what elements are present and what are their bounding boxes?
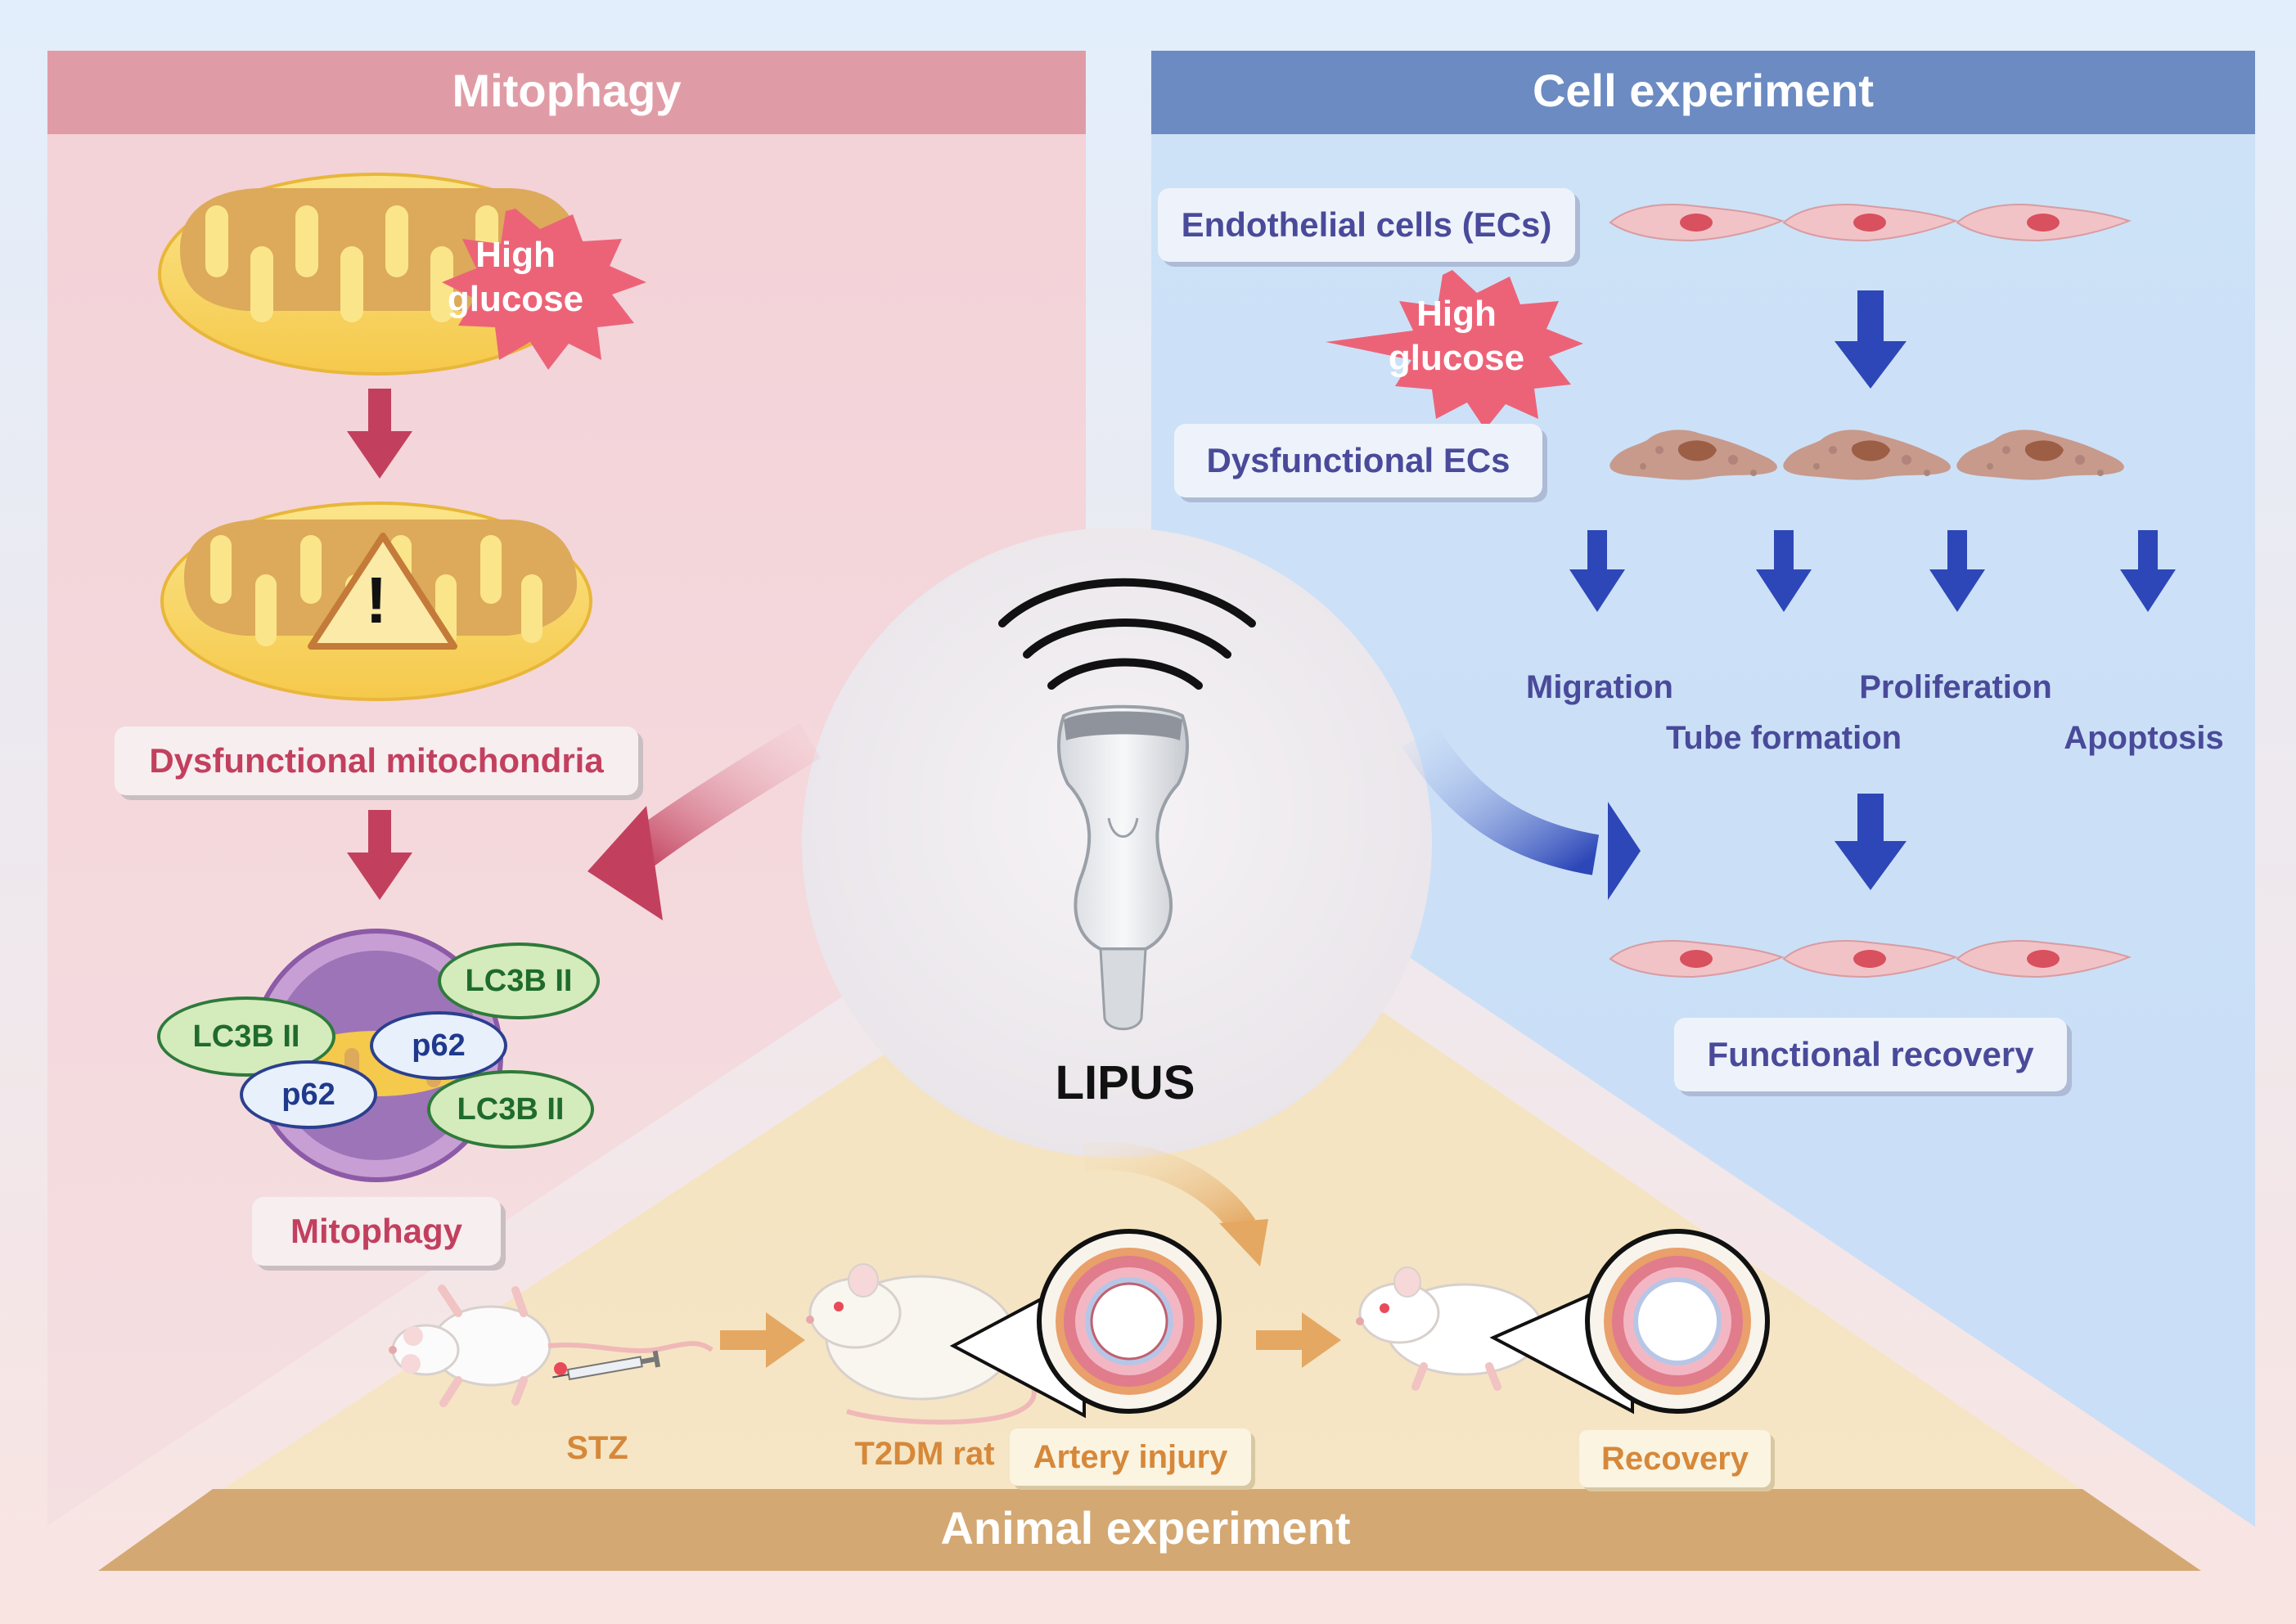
lc3b-ii-oval-3: LC3B II	[427, 1070, 594, 1149]
artery-cross-section-recovery	[1489, 1229, 1770, 1415]
dysfunctional-mitochondria-label: Dysfunctional mitochondria	[115, 727, 638, 795]
cell-header-bar	[1151, 51, 2255, 134]
curve-arrow-to-cell	[1402, 725, 1600, 875]
stz-label: STZ	[566, 1430, 628, 1466]
animal-header-bar	[98, 1489, 2201, 1571]
recovery-label: Recovery	[1579, 1430, 1771, 1487]
lc3b-ii-oval-2: LC3B II	[438, 942, 600, 1019]
arrow-down-cell-1	[1835, 290, 1907, 389]
rat-t2dm	[806, 1263, 1037, 1425]
curve-arrow-head-blue	[1608, 802, 1641, 900]
curve-arrow-head-red	[588, 806, 663, 920]
artery-injury-label: Artery injury	[1010, 1428, 1251, 1486]
artery-cross-section-injury	[949, 1229, 1222, 1419]
outcome-migration: Migration	[1526, 669, 1673, 705]
curve-arrow-head-tan	[1219, 1219, 1268, 1266]
dysfunctional-ecs-label: Dysfunctional ECs	[1174, 424, 1542, 497]
cell-panel-title: Cell experiment	[1532, 65, 1875, 116]
outcome-proliferation: Proliferation	[1859, 669, 2052, 705]
endothelial-cells-label: Endothelial cells (ECs)	[1158, 188, 1575, 262]
high-glucose-burst-2	[1326, 270, 1583, 430]
p62-oval-2: p62	[240, 1060, 377, 1129]
arrow-down-cell-2	[1835, 794, 1907, 890]
outcome-tube-formation: Tube formation	[1665, 720, 1902, 756]
cell-panel	[1151, 51, 2255, 1527]
high-glucose-label-2: High glucose	[1388, 294, 1525, 378]
lipus-label: LIPUS	[1055, 1056, 1195, 1109]
t2dm-rat-label: T2DM rat	[854, 1436, 995, 1472]
lc3b-ii-oval-1: LC3B II	[157, 996, 335, 1077]
mitochondrion-damaged	[160, 502, 592, 701]
p62-oval-1: p62	[370, 1011, 507, 1080]
rat-stz-injection	[389, 1284, 714, 1407]
functional-recovery-label: Functional recovery	[1674, 1018, 2067, 1091]
outcome-apoptosis: Apoptosis	[2064, 720, 2224, 756]
warning-exclamation: !	[365, 564, 388, 637]
mitophagy-header-bar	[47, 51, 1086, 134]
animal-panel-title: Animal experiment	[940, 1502, 1351, 1554]
high-glucose-burst-1	[442, 209, 646, 370]
mitophagy-panel-title: Mitophagy	[452, 65, 682, 116]
high-glucose-label-1: High glucose	[447, 235, 584, 319]
warning-triangle-icon	[308, 533, 457, 650]
ultrasound-probe-icon	[1056, 704, 1190, 1031]
ultrasound-waves-icon	[998, 578, 1256, 690]
curve-arrow-to-animal	[1082, 1142, 1256, 1235]
mitophagy-result-label: Mitophagy	[252, 1197, 501, 1266]
